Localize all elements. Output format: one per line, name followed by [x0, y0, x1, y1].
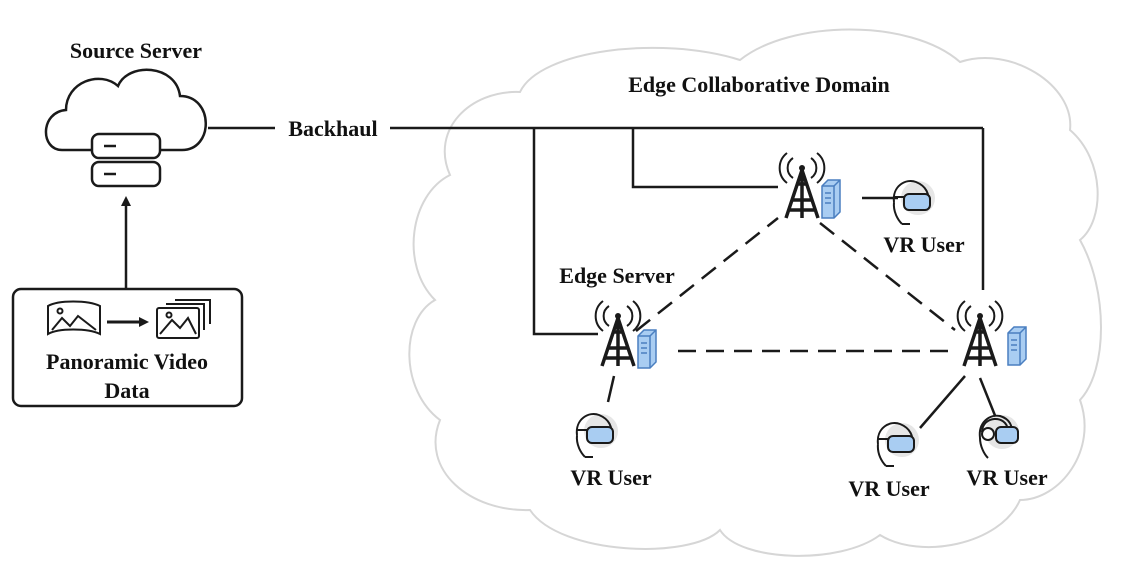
image-stack-icon [156, 299, 211, 339]
edge-domain-label: Edge Collaborative Domain [628, 72, 890, 97]
vr-headset-user-icon [876, 421, 920, 467]
edge-server-icon [637, 329, 657, 369]
data-box-label-line2: Data [104, 378, 149, 403]
antenna-tower-icon [593, 299, 643, 368]
vr-user-label: VR User [570, 465, 651, 490]
edge-server-icon [1007, 326, 1027, 366]
source-server-icon [44, 68, 207, 188]
edge-domain-cloud [408, 28, 1102, 557]
source-server-label: Source Server [70, 38, 202, 63]
vr-user-label: VR User [883, 232, 964, 257]
backhaul-label: Backhaul [288, 116, 377, 141]
vr-headset-user-icon [575, 412, 619, 458]
data-box-label-line1: Panoramic Video [46, 349, 208, 374]
wired-links [208, 126, 998, 429]
vr-headset-user-icon [978, 414, 1020, 459]
panorama-icon [47, 300, 101, 336]
edge-server-icon [821, 179, 841, 219]
wireless-links [635, 217, 956, 353]
vr-user-label: VR User [966, 465, 1047, 490]
edge-server-label: Edge Server [559, 263, 675, 288]
vr-user-label: VR User [848, 476, 929, 501]
antenna-tower-icon [955, 299, 1005, 368]
vr-headset-user-icon [892, 179, 936, 225]
antenna-tower-icon [777, 151, 827, 220]
